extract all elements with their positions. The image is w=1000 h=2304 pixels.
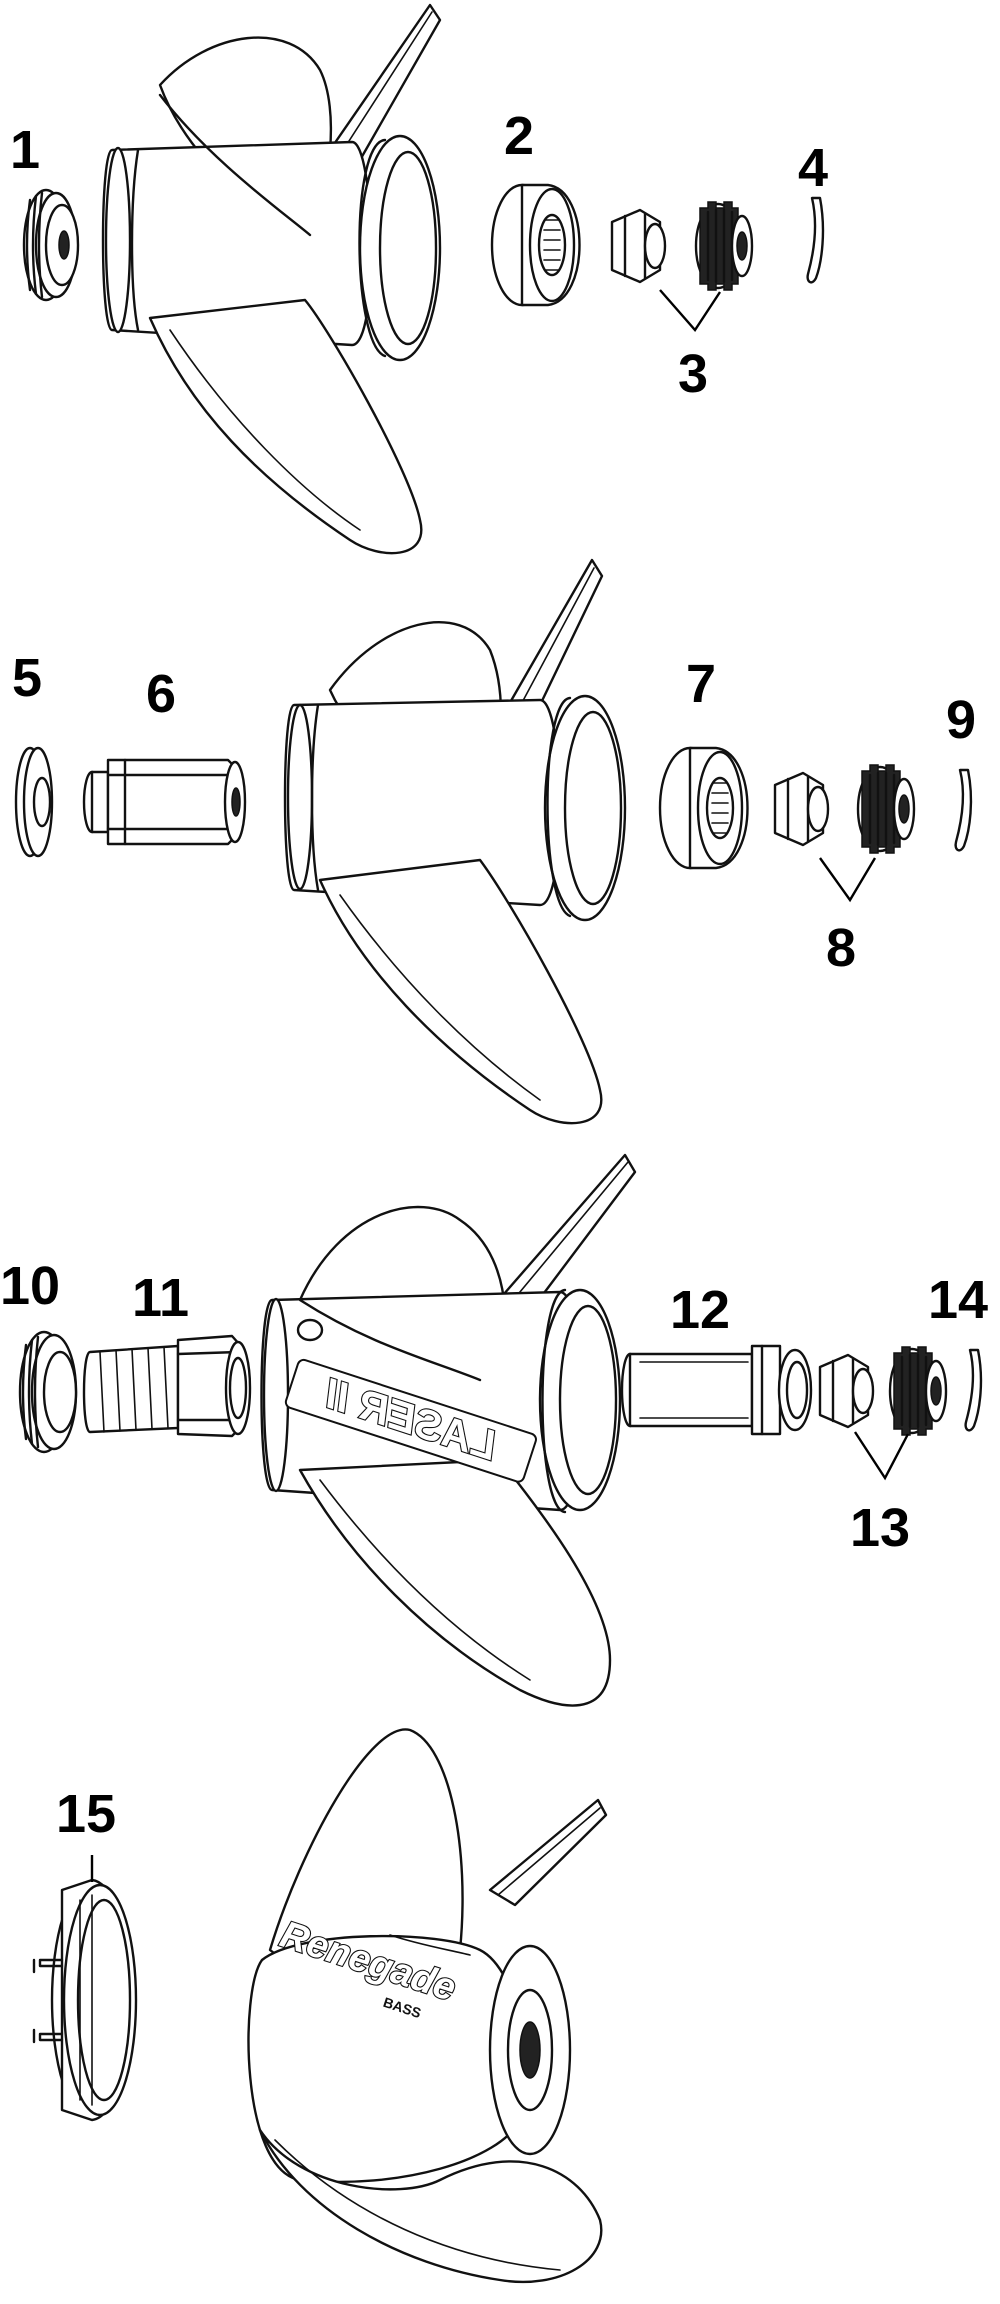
leader-13	[853, 1431, 910, 1481]
callout-7: 7	[686, 654, 716, 714]
propeller-4: Renegade BASS	[247, 1728, 608, 2284]
part-10-thrust-hub	[18, 1330, 78, 1454]
part-11-drive-sleeve	[82, 1334, 252, 1438]
part-3-nut-and-tab-washer	[610, 201, 754, 291]
part-2-spacer	[490, 183, 581, 307]
callout-13: 13	[850, 1498, 910, 1558]
part-12-drive-sleeve	[620, 1344, 813, 1436]
part-7-spacer	[658, 746, 749, 870]
assembly-row-4: Renegade BASS	[32, 1728, 608, 2284]
callout-8: 8	[826, 918, 856, 978]
part-4-cotter-pin	[806, 196, 825, 284]
part-6-adapter	[82, 758, 247, 846]
propeller-1	[101, 3, 442, 555]
callout-12: 12	[670, 1280, 730, 1340]
assembly-row-1	[22, 3, 825, 555]
callout-4: 4	[798, 138, 828, 198]
propeller-2	[283, 558, 627, 1125]
part-14-cotter-pin	[964, 1348, 983, 1432]
part-1-thrust-hub	[22, 188, 80, 302]
assembly-row-2	[14, 558, 973, 1125]
callout-1: 1	[10, 120, 40, 180]
callout-5: 5	[12, 648, 42, 708]
leader-3	[659, 289, 722, 332]
callout-2: 2	[504, 106, 534, 166]
part-15-cap	[32, 1878, 138, 2122]
assembly-row-3: LASER II	[18, 1153, 983, 1707]
propeller-3: LASER II	[260, 1153, 637, 1707]
part-9-cotter-pin	[954, 768, 973, 852]
leader-8	[819, 857, 877, 903]
callout-6: 6	[146, 664, 176, 724]
callout-9: 9	[946, 690, 976, 750]
callout-10: 10	[0, 1256, 60, 1316]
callout-15: 15	[56, 1784, 116, 1844]
callout-3: 3	[678, 344, 708, 404]
callout-11: 11	[132, 1268, 189, 1328]
callout-14: 14	[928, 1270, 988, 1330]
part-8-nut-and-tab-washer	[773, 764, 916, 854]
part-5-thrust-washer	[14, 746, 54, 858]
part-13-nut-and-tab-washer	[818, 1346, 948, 1436]
callout-labels: 1 2 3 4 5 6 7 8 9 10 11 12 13 14 15	[0, 106, 988, 1844]
